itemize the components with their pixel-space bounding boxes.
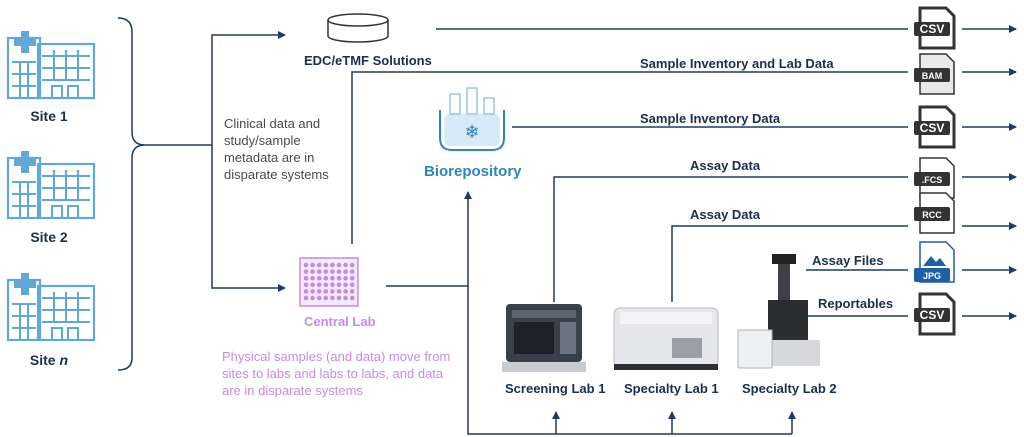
specialty-lab-1-label: Specialty Lab 1 (624, 381, 719, 396)
flow-label-assay-data-1: Assay Data (690, 158, 761, 173)
plate-well (323, 282, 329, 288)
site-n-label-text: Site (29, 352, 60, 368)
microscope-image (737, 254, 820, 369)
plate-well (349, 262, 355, 268)
biorepository-icon: ❄ (439, 87, 505, 151)
plate-well (336, 269, 342, 274)
plate-well (316, 295, 322, 301)
clinical-data-note: Clinical data and study/sample metadata … (224, 116, 329, 182)
plate-well (336, 295, 342, 301)
screening-lab-1-label: Screening Lab 1 (505, 381, 606, 396)
file-icon-text: BAM (922, 71, 943, 81)
site-n-building-icon (6, 271, 96, 342)
plate-well (303, 282, 309, 288)
plate-well (310, 269, 315, 274)
plate-well (316, 282, 322, 288)
plate-well (349, 269, 355, 274)
specialty-instrument-1-image (613, 307, 719, 370)
site-1-building-icon (6, 29, 96, 100)
csv-file-icon: CSV (914, 292, 956, 336)
physical-samples-note: Physical samples (and data) move from si… (222, 349, 451, 398)
site-n-label-italic: n (59, 352, 69, 368)
plate-well (323, 275, 329, 281)
edc-label: EDC/eTMF Solutions (304, 53, 432, 68)
fcs-file-icon: .FCS (914, 157, 955, 199)
file-icon-text: CSV (920, 22, 945, 36)
plate-well (310, 295, 315, 301)
file-icon-text: CSV (920, 121, 945, 135)
plate-well (310, 262, 315, 268)
plate-well (343, 262, 348, 268)
plate-well (343, 269, 348, 274)
rcc-file-icon: RCC (914, 192, 955, 234)
plate-well (323, 289, 329, 294)
csv-file-icon: CSV (914, 105, 956, 149)
plate-well (310, 275, 315, 281)
biorepository-label: Biorepository (424, 163, 522, 180)
flow-label-assay-files: Assay Files (812, 253, 884, 268)
plate-well (343, 275, 348, 281)
central-lab-label: Central Lab (304, 314, 376, 329)
plate-well (330, 275, 335, 281)
jpg-file-icon: JPG (914, 241, 955, 283)
site-1-label: Site 1 (30, 108, 68, 124)
svg-text:❄: ❄ (464, 122, 479, 143)
plate-well (349, 275, 355, 281)
plate-well (336, 275, 342, 281)
plate-well (323, 262, 329, 268)
plate-well (330, 282, 335, 288)
plate-well (310, 282, 315, 288)
plate-well (310, 289, 315, 294)
plate-well (343, 282, 348, 288)
plate-well (349, 289, 355, 294)
plate-well (330, 262, 335, 268)
plate-well (323, 269, 329, 274)
database-icon (327, 13, 389, 43)
plate-well (336, 289, 342, 294)
file-icon-text: CSV (920, 308, 945, 322)
plate-well (316, 289, 322, 294)
plate-well (303, 269, 309, 274)
flow-label-sample-inventory-lab: Sample Inventory and Lab Data (640, 56, 834, 71)
plate-well (349, 295, 355, 301)
file-icon-text: RCC (922, 210, 942, 220)
plate-well (316, 262, 322, 268)
bam-file-icon: BAM (914, 53, 955, 95)
flow-label-assay-data-2: Assay Data (690, 207, 761, 222)
plate-well (303, 289, 309, 294)
csv-file-icon: CSV (914, 6, 956, 50)
plate-well (323, 295, 329, 301)
plate-well (336, 262, 342, 268)
file-icon-text: .FCS (922, 175, 943, 185)
plate-well (303, 275, 309, 281)
flow-label-reportables: Reportables (818, 296, 894, 311)
plate-well (330, 269, 335, 274)
flow-label-sample-inventory: Sample Inventory Data (640, 111, 781, 126)
sites-brace (117, 17, 146, 371)
plate-well (303, 295, 309, 301)
site-2-building-icon (6, 149, 96, 220)
plate-well (336, 282, 342, 288)
plate-well (303, 262, 309, 268)
site-2-label: Site 2 (30, 229, 68, 245)
file-icon-text: JPG (923, 271, 941, 281)
microplate-icon (299, 257, 359, 307)
plate-well (316, 269, 322, 274)
plate-well (343, 295, 348, 301)
plate-well (343, 289, 348, 294)
plate-well (349, 282, 355, 288)
plate-well (330, 289, 335, 294)
plate-well (316, 275, 322, 281)
plate-well (330, 295, 335, 301)
screening-instrument-image (502, 304, 586, 372)
specialty-lab-2-label: Specialty Lab 2 (742, 381, 837, 396)
site-n-label: Site n (0, 352, 104, 368)
